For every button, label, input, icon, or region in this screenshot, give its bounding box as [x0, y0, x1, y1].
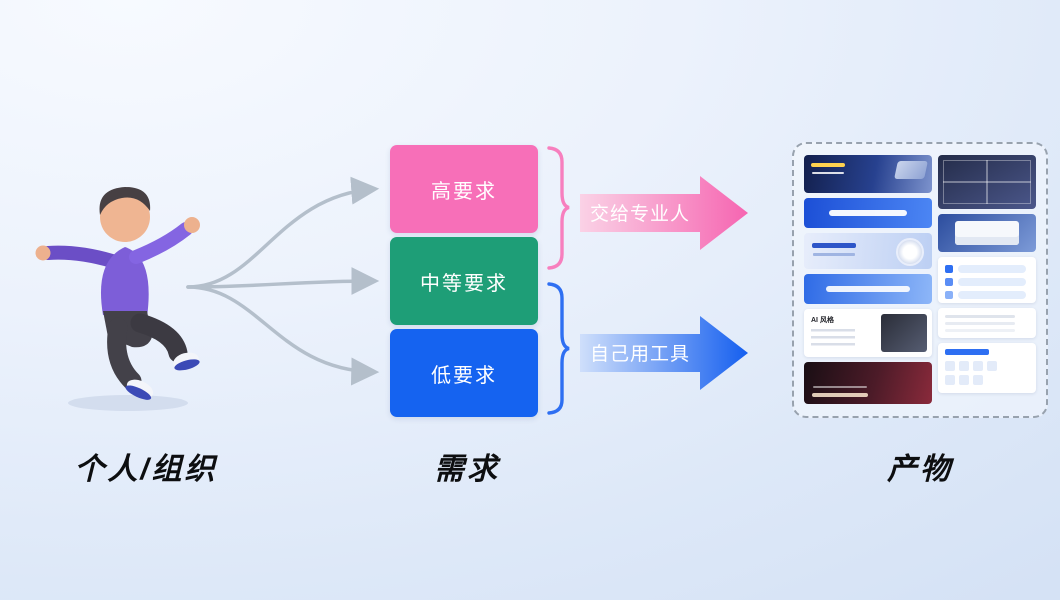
- label-entity: 个人/组织: [74, 453, 218, 486]
- product-thumbnail: [804, 362, 932, 404]
- demand-box-label: 中等要求: [420, 272, 508, 295]
- product-thumbnail: [804, 233, 932, 269]
- flow-arrow-label: 交给专业人: [590, 203, 690, 225]
- product-column-right: [938, 155, 1036, 405]
- product-thumbnail: [938, 343, 1036, 393]
- thumbnail-title: AI 风格: [811, 317, 834, 324]
- product-thumbnail: [938, 155, 1036, 209]
- person-hair: [99, 187, 151, 215]
- flow-arrow-label: 自己用工具: [590, 343, 690, 365]
- demand-box-label: 低要求: [431, 364, 497, 387]
- person-shoe-down: [125, 379, 154, 400]
- person-illustration: [35, 187, 200, 411]
- person-front-arm: [129, 222, 193, 264]
- demand-box: 高要求: [390, 145, 538, 233]
- person-leg-bent: [130, 313, 188, 363]
- product-thumbnail: AI 风格: [804, 309, 932, 357]
- product-thumbnail: [804, 198, 932, 228]
- demand-box: 中等要求: [390, 237, 538, 325]
- connector-to-high: [186, 176, 380, 289]
- product-thumbnail: [804, 155, 932, 193]
- demand-box-label: 高要求: [431, 180, 497, 203]
- person-back-arm: [41, 245, 119, 268]
- person-front-hand: [184, 217, 200, 233]
- product-column-left: AI 风格: [804, 155, 932, 405]
- person-hips: [103, 311, 152, 348]
- flow-arrow-shape: [580, 176, 748, 250]
- person-back-hand: [35, 245, 51, 261]
- flow-arrow-shape: [580, 316, 748, 390]
- person-leg-down: [107, 317, 142, 391]
- label-demand: 需求: [434, 453, 500, 486]
- person-shadow: [68, 395, 188, 411]
- thumbnail-image: [881, 314, 927, 352]
- curly-brace-high: [547, 146, 570, 270]
- product-thumbnail: [938, 214, 1036, 252]
- product-panel: AI 风格: [792, 142, 1048, 418]
- person-shoe-bent: [173, 352, 200, 371]
- product-thumbnail: [938, 308, 1036, 338]
- product-thumbnail: [804, 274, 932, 304]
- thumbnail-text-lines: [811, 329, 855, 350]
- demand-box: 低要求: [390, 329, 538, 417]
- connector-to-low: [186, 285, 380, 386]
- flow-arrow-tools: 自己用工具: [580, 316, 748, 390]
- product-thumbnail: [938, 257, 1036, 303]
- connector-to-medium: [186, 267, 380, 296]
- curly-brace-low: [547, 282, 570, 415]
- flow-arrow-professional: 交给专业人: [580, 176, 748, 250]
- person-head: [100, 192, 150, 242]
- person-torso: [100, 247, 149, 317]
- label-product: 产物: [887, 453, 953, 486]
